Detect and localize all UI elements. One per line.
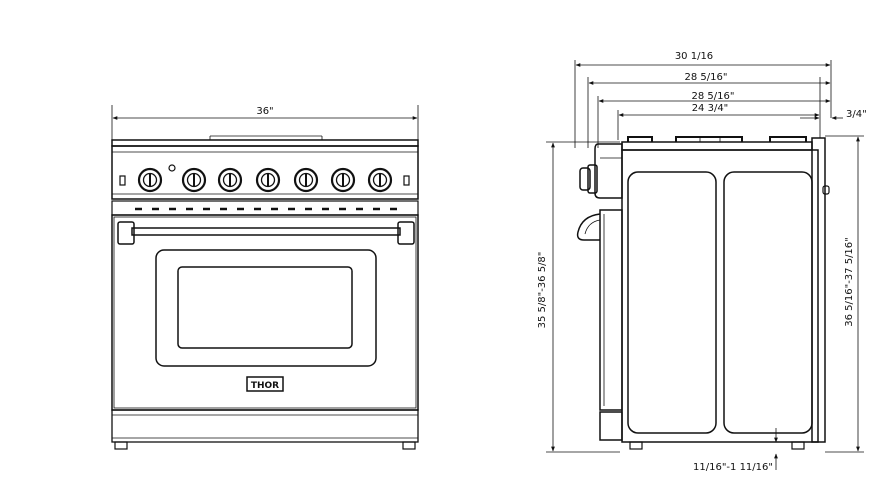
side-oven-door bbox=[599, 209, 623, 411]
side-control-knob[interactable] bbox=[579, 164, 598, 194]
depth-overall-label: 30 1/16 bbox=[675, 51, 713, 62]
kick-plate bbox=[111, 409, 419, 443]
side-control-panel bbox=[594, 143, 623, 199]
oven-window bbox=[155, 249, 377, 367]
height-dimension-left: 35 5/8"-36 5/8" bbox=[537, 141, 620, 453]
brand-logo-badge: THOR bbox=[246, 376, 284, 392]
side-body bbox=[621, 149, 819, 443]
control-knob-2[interactable] bbox=[181, 167, 207, 193]
control-knob-5[interactable] bbox=[293, 167, 319, 193]
cooktop-grates bbox=[111, 135, 419, 147]
oven-door-handle[interactable] bbox=[117, 221, 415, 245]
leg-dimension: 11/16"-1 11/16" bbox=[693, 428, 778, 473]
igniter-indicator bbox=[168, 164, 176, 172]
leg-label: 11/16"-1 11/16" bbox=[693, 462, 773, 473]
depth-2-label: 28 5/16" bbox=[692, 91, 735, 102]
front-legs bbox=[114, 441, 416, 450]
front-width-label: 36" bbox=[256, 106, 273, 117]
side-legs bbox=[629, 441, 805, 450]
height-dimension-right: 36 5/16"-37 5/16" bbox=[825, 135, 864, 453]
control-knob-7[interactable] bbox=[367, 167, 393, 193]
height-right-label: 36 5/16"-37 5/16" bbox=[844, 237, 855, 327]
front-width-dimension: 36" bbox=[111, 105, 419, 140]
depth-3-label: 24 3/4" bbox=[692, 103, 729, 114]
side-view: 30 1/16 28 5/16" 28 5/16" 24 3/4" 3/4" 3… bbox=[537, 51, 867, 473]
right-indicator-light bbox=[403, 175, 410, 186]
depth-1-label: 28 5/16" bbox=[685, 72, 728, 83]
brand-logo-text: THOR bbox=[251, 381, 279, 391]
side-kick-plate bbox=[599, 411, 623, 441]
side-oven-handle[interactable] bbox=[576, 213, 601, 241]
control-knob-3[interactable] bbox=[217, 167, 243, 193]
control-knob-4[interactable] bbox=[255, 167, 281, 193]
control-panel bbox=[111, 145, 419, 200]
side-grates bbox=[621, 136, 813, 151]
depth-dimensions: 30 1/16 28 5/16" 28 5/16" 24 3/4" 3/4" bbox=[574, 51, 867, 148]
control-knob-6[interactable] bbox=[330, 167, 356, 193]
side-rear bbox=[811, 137, 830, 443]
vent-strip bbox=[111, 200, 419, 216]
offset-label: 3/4" bbox=[846, 109, 867, 120]
control-knob-1[interactable] bbox=[137, 167, 163, 193]
height-left-label: 35 5/8"-36 5/8" bbox=[537, 252, 548, 329]
left-indicator-light bbox=[119, 175, 126, 186]
front-view: 36" bbox=[111, 105, 419, 450]
